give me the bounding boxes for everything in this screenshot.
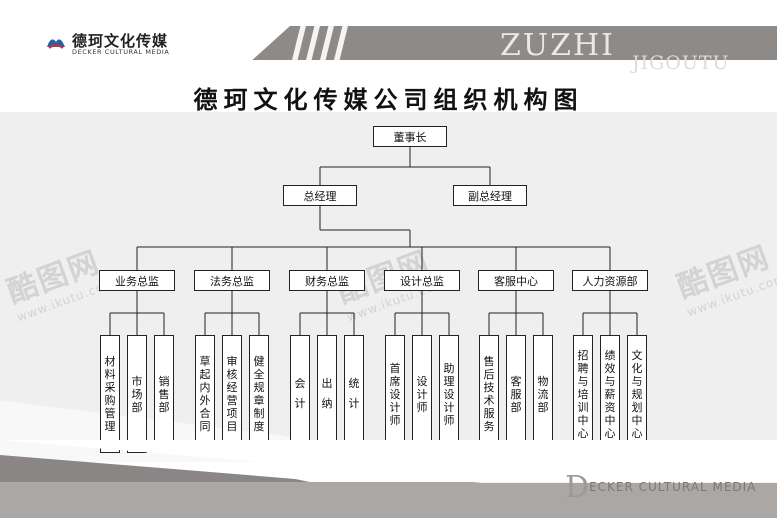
unit-box: 材料采购管理: [100, 335, 120, 453]
unit-box: 草起内外合同: [195, 335, 215, 453]
background-text: ZUZHI: [500, 28, 615, 63]
unit-box: 销售部: [154, 335, 174, 453]
logo-name: 德珂文化传媒: [72, 32, 169, 50]
unit-box: 会计: [290, 335, 310, 453]
unit-box: 首席设计师: [385, 335, 405, 453]
logo-icon: [47, 39, 65, 49]
footer-brand: DECKER CULTURAL MEDIA: [565, 470, 757, 505]
chairman-box: 董事长: [373, 126, 447, 147]
footer-band: [0, 482, 777, 518]
department-box: 人力资源部: [572, 270, 648, 291]
unit-box: 招聘与培训中心: [573, 335, 593, 453]
department-box: 客服中心: [478, 270, 554, 291]
unit-box: 客服部: [506, 335, 526, 453]
unit-box: 设计师: [412, 335, 432, 453]
background-text: JIGOUTU: [632, 52, 730, 74]
unit-box: 审核经营项目: [222, 335, 242, 453]
unit-box: 文化与规划中心: [627, 335, 647, 453]
department-box: 设计总监: [384, 270, 460, 291]
unit-box: 统计: [344, 335, 364, 453]
logo-tagline: DECKER CULTURAL MEDIA: [72, 48, 170, 56]
unit-box: 出纳: [317, 335, 337, 453]
header-logo-area: [0, 26, 290, 60]
page-title: 德珂文化传媒公司组织机构图: [193, 85, 584, 114]
department-box: 业务总监: [99, 270, 175, 291]
gm-box: 总经理: [283, 185, 357, 206]
department-box: 法务总监: [194, 270, 270, 291]
unit-box: 助理设计师: [439, 335, 459, 453]
unit-box: 售后技术服务: [479, 335, 499, 453]
unit-box: 绩效与薪资中心: [600, 335, 620, 453]
unit-box: 健全规章制度: [249, 335, 269, 453]
deputy-gm-box: 副总经理: [453, 185, 527, 206]
department-box: 财务总监: [289, 270, 365, 291]
unit-box: 物流部: [533, 335, 553, 453]
unit-box: 市场部: [127, 335, 147, 453]
